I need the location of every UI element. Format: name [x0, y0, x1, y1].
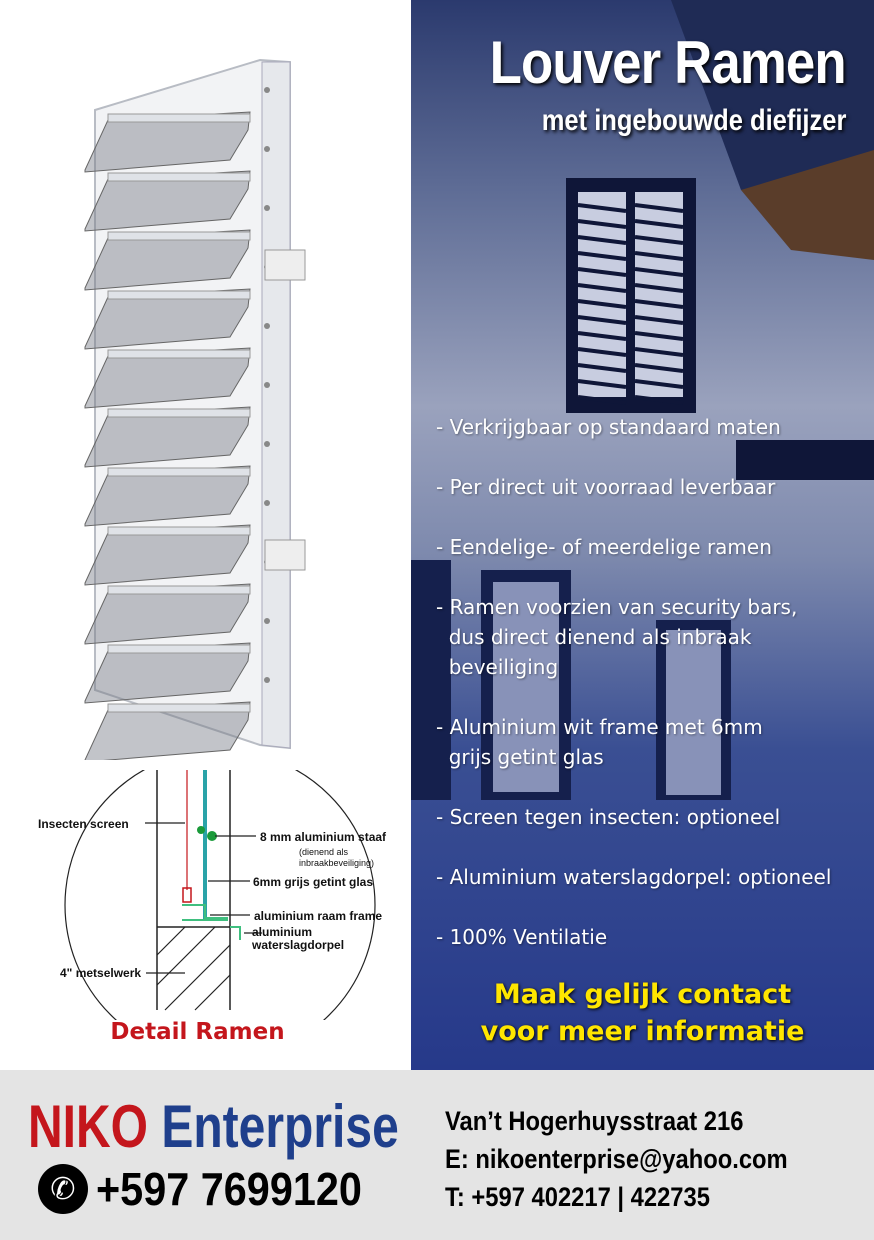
- blind-slat: [577, 299, 627, 309]
- security-bar: [107, 349, 251, 359]
- cta-line-2: voor meer informatie: [480, 1016, 805, 1047]
- detail-caption: Detail Ramen: [110, 1019, 285, 1045]
- lever-handle: [264, 539, 306, 571]
- cta-line-1: Maak gelijk contact: [493, 979, 792, 1010]
- phone-numbers[interactable]: T: +597 402217 | 422735: [445, 1182, 710, 1212]
- feature-item: - Aluminium wit frame met 6mm grijs geti…: [436, 715, 763, 769]
- blind-slat: [634, 379, 684, 389]
- rivet: [264, 500, 270, 506]
- phone-icon: ✆: [38, 1164, 88, 1214]
- mobile-number[interactable]: ✆ +597 7699120: [38, 1162, 391, 1216]
- email-link[interactable]: E: nikoenterprise@yahoo.com: [445, 1144, 788, 1174]
- blind-slat: [577, 347, 627, 357]
- feature-item: - Per direct uit voorraad leverbaar: [436, 475, 776, 499]
- address: Van’t Hogerhuysstraat 216: [445, 1106, 744, 1136]
- security-bar: [107, 467, 251, 477]
- rivet: [264, 205, 270, 211]
- blind-slat: [577, 315, 627, 325]
- security-bar: [107, 703, 251, 713]
- blind-slat: [634, 235, 684, 245]
- lever-handle: [264, 249, 306, 281]
- security-bar: [107, 526, 251, 536]
- label-bar-note: (dienend als inbraakbeveiliging): [299, 847, 375, 868]
- window-side: [261, 61, 291, 749]
- feature-item: - Screen tegen insecten: optioneel: [436, 805, 781, 829]
- rivet: [264, 618, 270, 624]
- label-glass: 6mm grijs getint glas: [253, 875, 374, 889]
- security-bar: [107, 290, 251, 300]
- feature-panel: Louver Ramen met ingebouwde diefijzer - …: [411, 0, 874, 1070]
- blind-slat: [577, 379, 627, 389]
- blind-slat: [577, 203, 627, 213]
- product-panel: Insecten screen 8 mm aluminium staaf (di…: [0, 0, 411, 1070]
- rivet: [264, 677, 270, 683]
- blind-slat: [577, 331, 627, 341]
- blind-slat: [634, 203, 684, 213]
- blind-slat: [634, 315, 684, 325]
- mobile-number-text: +597 7699120: [96, 1163, 362, 1215]
- feature-item: - 100% Ventilatie: [436, 925, 608, 949]
- label-wall: 4" metselwerk: [60, 966, 142, 980]
- blind-slat: [577, 363, 627, 373]
- feature-item: - Aluminium waterslagdorpel: optioneel: [436, 865, 832, 889]
- blind-slat: [577, 283, 627, 293]
- feature-item: - Eendelige- of meerdelige ramen: [436, 535, 772, 559]
- building-photo: [411, 0, 874, 800]
- contact-info: Van’t Hogerhuysstraat 216 E: nikoenterpr…: [445, 1102, 788, 1216]
- brand-logo: NIKO Enterprise: [28, 1092, 399, 1161]
- security-bar: [107, 644, 251, 654]
- blind-slat: [634, 395, 684, 405]
- security-bar: [107, 408, 251, 418]
- brand-name-red: NIKO: [28, 1093, 148, 1160]
- blind-slat: [577, 395, 627, 405]
- rivet: [264, 323, 270, 329]
- blind-slat: [634, 299, 684, 309]
- feature-list: - Verkrijgbaar op standaard maten - Per …: [436, 412, 831, 982]
- blind-slat: [634, 219, 684, 229]
- blind-slat: [577, 219, 627, 229]
- page-subtitle: met ingebouwde diefijzer: [541, 104, 846, 137]
- label-sill-2: waterslagdorpel: [252, 938, 345, 952]
- rivet: [264, 87, 270, 93]
- rivet: [264, 382, 270, 388]
- blind-slat: [634, 363, 684, 373]
- louver-window-image: [84, 58, 306, 760]
- page-title: Louver Ramen: [489, 29, 847, 96]
- brand-name-blue: Enterprise: [161, 1093, 399, 1160]
- security-bar: [107, 113, 251, 123]
- feature-item: - Verkrijgbaar op standaard maten: [436, 415, 781, 439]
- blind-slat: [634, 267, 684, 277]
- blind-slat: [634, 251, 684, 261]
- security-bar: [107, 585, 251, 595]
- blind-slat: [634, 283, 684, 293]
- label-frame: aluminium raam frame: [254, 909, 383, 923]
- rivet: [264, 441, 270, 447]
- label-insect-screen: Insecten screen: [38, 817, 129, 831]
- label-aluminium-bar: 8 mm aluminium staaf: [260, 830, 387, 844]
- label-sill-1: aluminium: [252, 925, 313, 939]
- blind-slat: [577, 251, 627, 261]
- blind-slat: [634, 347, 684, 357]
- call-to-action: Maak gelijk contact voor meer informatie: [411, 976, 874, 1050]
- detail-diagram: [64, 770, 376, 1020]
- feature-item: - Ramen voorzien van security bars, dus …: [436, 595, 798, 679]
- blind-slat: [634, 331, 684, 341]
- security-bar: [107, 172, 251, 182]
- footer: NIKO Enterprise ✆ +597 7699120 Van’t Hog…: [0, 1070, 874, 1240]
- blind-slat: [577, 267, 627, 277]
- blind-slat: [577, 235, 627, 245]
- security-bar: [107, 231, 251, 241]
- rivet: [264, 146, 270, 152]
